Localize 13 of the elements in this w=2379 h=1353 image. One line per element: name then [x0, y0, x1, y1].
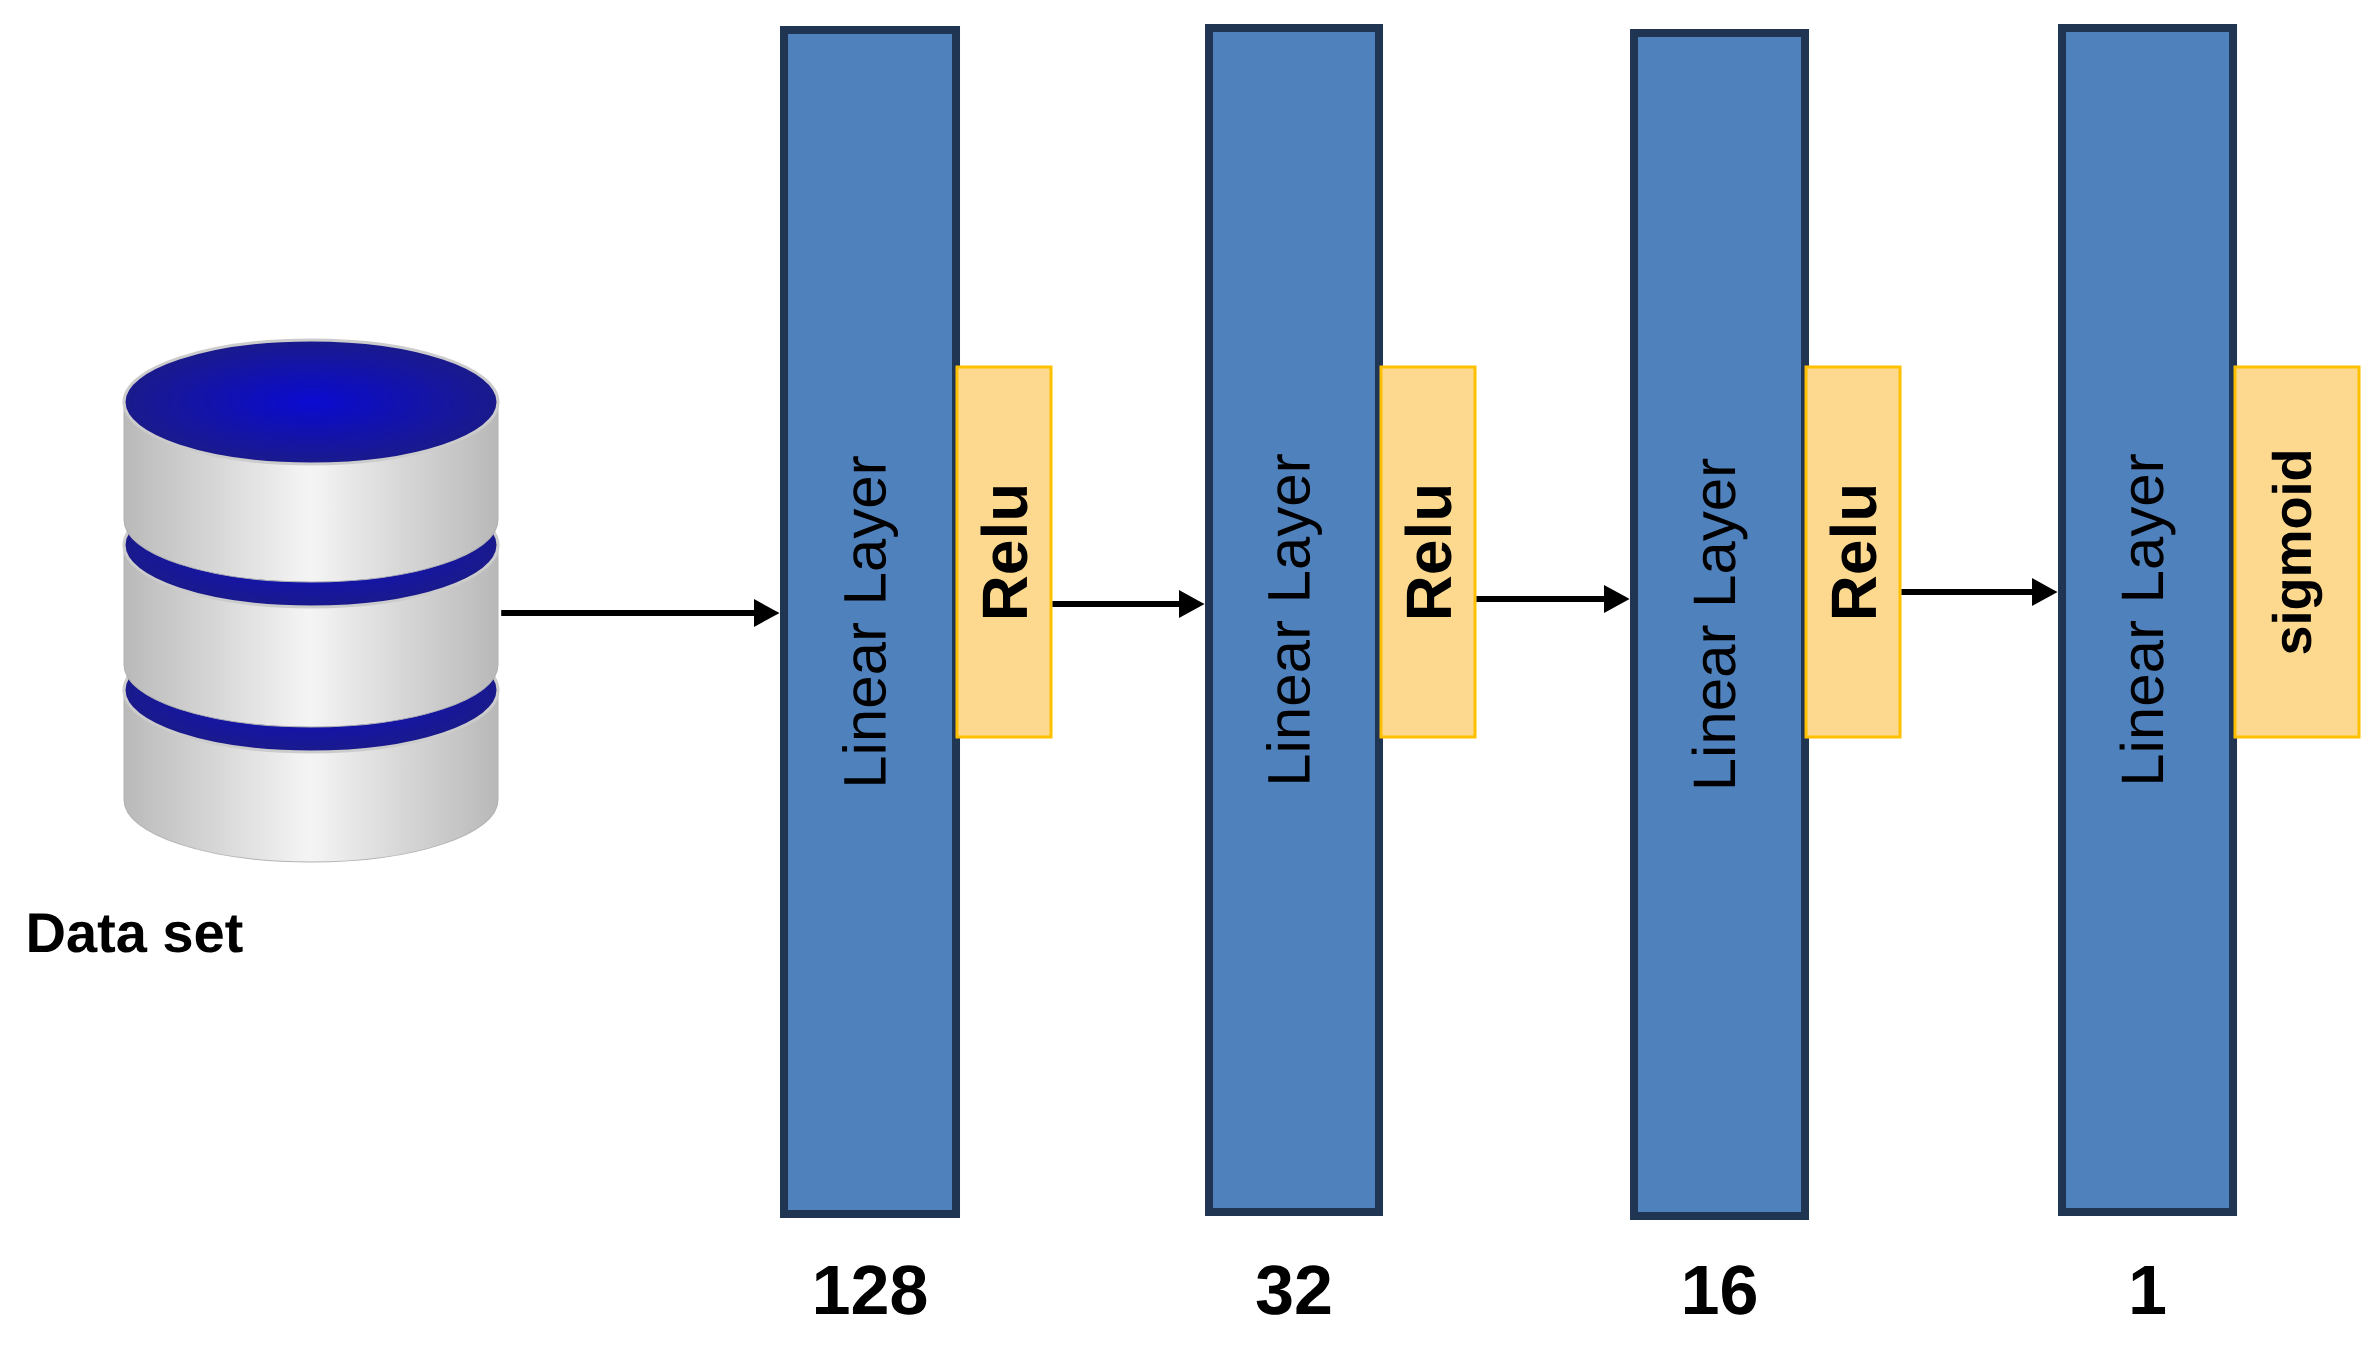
node-label: Data set [29, 913, 243, 953]
unit-count: 32 [1256, 1265, 1331, 1315]
activation-box: sigmoid [2233, 365, 2361, 739]
unit-count: 128 [816, 1265, 927, 1315]
layer-box: Linear Layer [780, 26, 960, 1218]
layer-box: Linear Layer [1630, 29, 1809, 1220]
unit-count: 16 [1685, 1265, 1756, 1315]
activation-box: Relu [1804, 365, 1902, 739]
layer-box: Linear Layer [1205, 24, 1383, 1216]
activation-box: Relu [1379, 365, 1477, 739]
unit-count: 1 [2132, 1265, 2166, 1315]
activation-box: Relu [955, 365, 1053, 739]
layer-box: Linear Layer [2058, 24, 2238, 1216]
